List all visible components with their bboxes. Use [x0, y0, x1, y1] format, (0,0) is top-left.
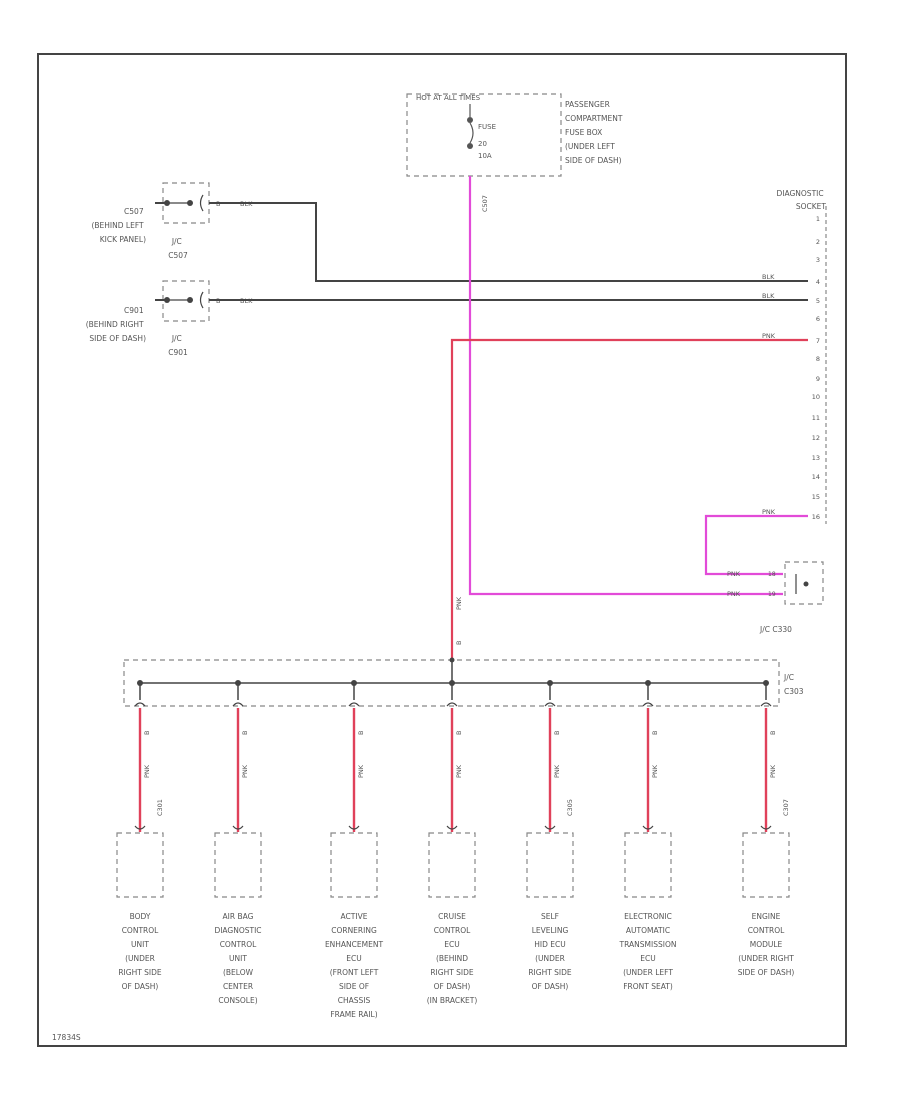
- svg-text:B: B: [357, 731, 365, 735]
- socket-pin-3: 3: [816, 256, 820, 264]
- fuse-terminal-top: [467, 117, 473, 123]
- jc-c330-wire-18: PNK: [727, 570, 741, 578]
- fuse-box: HOT AT ALL TIMES FUSE 20 10A PASSENGER C…: [406, 93, 625, 212]
- module-5-wire-label: PNK: [553, 764, 561, 778]
- jc-c330-pin-18: 18: [768, 571, 776, 578]
- fuse-connector-label: C507: [481, 195, 489, 212]
- module-5-box: [526, 832, 574, 898]
- ground-jc-c507: B BLK C507 (BEHIND LEFT KICK PANEL) J/C …: [91, 182, 253, 260]
- svg-text:B: B: [553, 731, 561, 735]
- module-2-box: [214, 832, 262, 898]
- jc-c330: PNK PNK 18 19 J/C C330: [727, 561, 824, 634]
- socket-pin-9: 9: [816, 375, 820, 383]
- socket-pin-10: 10: [812, 393, 820, 401]
- socket-pin-4: 4: [816, 278, 820, 286]
- svg-text:B: B: [769, 731, 777, 735]
- socket-wire-label-16: PNK: [762, 508, 776, 516]
- module-2-wire-label: PNK: [241, 764, 249, 778]
- svg-text:B: B: [651, 731, 659, 735]
- module-6-box: [624, 832, 672, 898]
- socket-pin-14: 14: [812, 473, 820, 481]
- diagram-frame: [37, 53, 847, 1047]
- svg-text:B: B: [143, 731, 151, 735]
- module-5-connector: C305: [566, 799, 574, 816]
- socket-pin-5: 5: [816, 297, 820, 305]
- diagnostic-socket: DIAGNOSTIC SOCKET 1234567891011121314151…: [762, 189, 827, 524]
- fuse-label: FUSE: [478, 123, 496, 131]
- module-1-wire-label: PNK: [143, 764, 151, 778]
- module-4-box: [428, 832, 476, 898]
- socket-pin-1: 1: [816, 215, 820, 223]
- module-3-box: [330, 832, 378, 898]
- socket-pin-12: 12: [812, 434, 820, 442]
- fuse-terminal-bottom: [467, 143, 473, 149]
- socket-pin-2: 2: [816, 238, 820, 246]
- socket-pin-7: 7: [816, 337, 820, 345]
- socket-pin-13: 13: [812, 454, 820, 462]
- footer-code: 17834S: [52, 1033, 81, 1042]
- module-6-wire-label: PNK: [651, 764, 659, 778]
- jc-c330-pin-19: 19: [768, 591, 776, 598]
- jc-c303-label: J/C C303: [783, 673, 804, 696]
- socket-wire-label-5: BLK: [762, 292, 775, 300]
- module-1-box: [116, 832, 164, 898]
- wire-blk-c507: [209, 202, 808, 282]
- fuse-amps: 10A: [478, 152, 492, 160]
- module-7-box: [742, 832, 790, 898]
- svg-text:B: B: [241, 731, 249, 735]
- socket-wire-label-7: PNK: [762, 332, 776, 340]
- module-7-wire-label: PNK: [769, 764, 777, 778]
- socket-pin-15: 15: [812, 493, 820, 501]
- module-7-connector: C307: [782, 799, 790, 816]
- ground-c901-location: C901 (BEHIND RIGHT SIDE OF DASH): [86, 306, 146, 343]
- fuse-box-header: HOT AT ALL TIMES: [416, 94, 481, 102]
- module-1-connector: C301: [156, 799, 164, 816]
- wire-pnk-socket-16: [704, 514, 808, 576]
- jc-c303: J/C C303: [123, 657, 804, 707]
- jc-c303-feed-wire-label: PNK: [455, 596, 463, 610]
- fuse-element: [469, 122, 474, 144]
- socket-title: DIAGNOSTIC SOCKET: [777, 189, 827, 211]
- wire-pnk-socket-7: [450, 338, 808, 660]
- module-4-wire-label: PNK: [455, 764, 463, 778]
- jc-c330-wire-19: PNK: [727, 590, 741, 598]
- ground-jc-c901: B BLK C901 (BEHIND RIGHT SIDE OF DASH) J…: [86, 280, 253, 357]
- socket-pin-8: 8: [816, 355, 820, 363]
- socket-pin-6: 6: [816, 315, 820, 323]
- fuse-number: 20: [478, 140, 487, 148]
- svg-text:B: B: [455, 731, 463, 735]
- wire-pnk-fuse-feed: [468, 176, 783, 596]
- ground-c901-jc-label: J/C C901: [168, 334, 188, 357]
- socket-wire-label-4: BLK: [762, 273, 775, 281]
- ground-c507-location: C507 (BEHIND LEFT KICK PANEL): [91, 207, 146, 244]
- ground-c507-jc-label: J/C C507: [168, 237, 188, 260]
- jc-c330-label: J/C C330: [759, 625, 792, 634]
- svg-text:B: B: [455, 641, 463, 645]
- fuse-box-location: PASSENGER COMPARTMENT FUSE BOX (UNDER LE…: [565, 100, 625, 165]
- socket-pin-16: 16: [812, 513, 820, 521]
- module-3-wire-label: PNK: [357, 764, 365, 778]
- socket-pin-11: 11: [812, 414, 820, 422]
